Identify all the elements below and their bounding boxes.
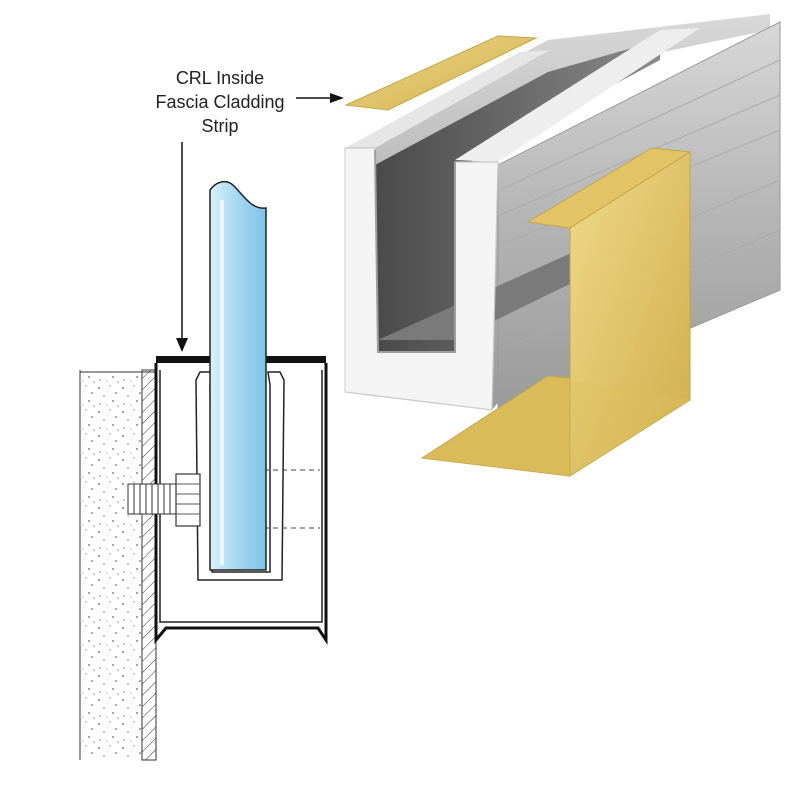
anchor-bolt: [127, 473, 201, 527]
arrow-down-head: [176, 338, 188, 352]
callout-line-2: Fascia Cladding: [155, 92, 285, 112]
cross-section: [79, 180, 328, 761]
concrete-wall: [80, 370, 142, 760]
section-channel-outer: [154, 363, 328, 645]
right-wall-top: [455, 28, 700, 162]
cladding-bottom-flange: [420, 375, 571, 477]
arrow-right-head: [330, 93, 344, 103]
callout-arrows: [176, 93, 344, 352]
fascia-cladding: [420, 147, 692, 477]
top-cladding-strip: [344, 35, 538, 111]
wall-hatch: [141, 369, 157, 761]
left-wall-top: [345, 50, 550, 148]
profile-3d: [344, 14, 781, 411]
callout-line-1: CRL Inside: [175, 68, 265, 88]
callout-line-3: Strip: [201, 116, 239, 136]
glass-panel: [209, 180, 267, 571]
callout-label: CRL Inside Fascia Cladding Strip: [140, 66, 300, 138]
channel-inside: [375, 40, 660, 352]
